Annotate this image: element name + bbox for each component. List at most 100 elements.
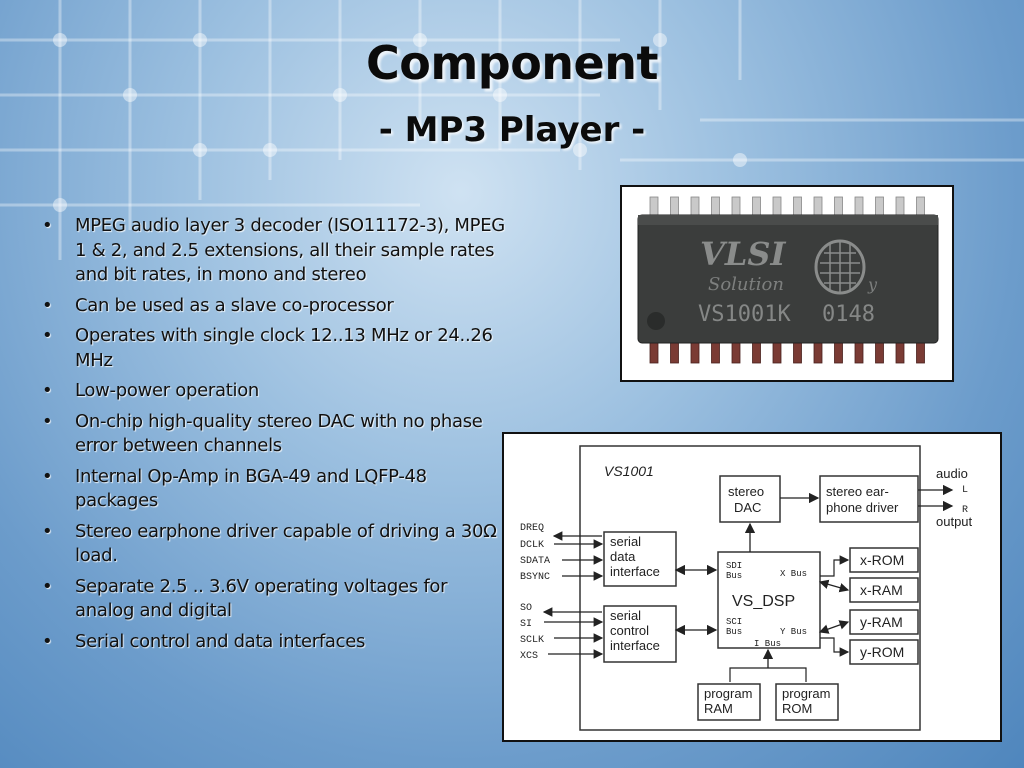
chip-brand-mark: y — [867, 275, 878, 294]
block-diagram-svg: VS1001 stereo DAC stereo ear- phone driv… — [520, 445, 973, 731]
serial-data-line-3: interface — [610, 564, 660, 579]
program-ram-block — [697, 683, 761, 721]
y-rom-label: y-ROM — [860, 644, 904, 660]
chip-pin — [916, 340, 925, 364]
program-ram-line-1: program — [704, 686, 752, 701]
chip-pin — [649, 196, 659, 218]
serial-data-line-1: serial — [610, 534, 641, 549]
feature-item: Stereo earphone driver capable of drivin… — [40, 520, 510, 569]
vs1001-boundary — [579, 445, 921, 731]
x-ram-label: x-RAM — [860, 582, 903, 598]
chip-pin — [875, 196, 884, 218]
program-rom-line-1: program — [782, 686, 830, 701]
chip-illustration: VLSI Solution y VS1001K 0148 — [622, 187, 952, 380]
chip-pin — [731, 196, 741, 218]
serial-data-line-2: data — [610, 549, 636, 564]
serial-control-line-2: control — [610, 623, 649, 638]
output-label: output — [936, 514, 973, 529]
program-rom-line-2: ROM — [782, 701, 812, 716]
sci-bus-label-2: Bus — [726, 627, 742, 637]
chip-pin — [834, 340, 843, 364]
signal-sdata: SDATA — [520, 556, 550, 567]
chip-pin — [711, 196, 720, 218]
signal-si: SI — [520, 619, 532, 630]
chip-pin — [895, 340, 905, 364]
x-rom-block — [849, 547, 919, 573]
earphone-driver-block — [819, 475, 919, 523]
x-rom-label: x-ROM — [860, 552, 904, 568]
signal-bsync: BSYNC — [520, 572, 550, 583]
chip-pin — [690, 340, 700, 364]
feature-item: Separate 2.5 .. 3.6V operating voltages … — [40, 575, 510, 624]
chip-pin — [670, 340, 679, 364]
chip-photo: VLSI Solution y VS1001K 0148 — [620, 185, 954, 382]
chip-date-code: 0148 — [822, 302, 875, 327]
audio-label: audio — [936, 466, 968, 481]
program-ram-line-2: RAM — [704, 701, 733, 716]
r-label: R — [962, 505, 968, 516]
sdi-bus-label-2: Bus — [726, 571, 742, 581]
vs-dsp-core-block — [717, 551, 821, 649]
chip-label: VS1001 — [604, 463, 654, 479]
y-ram-label: y-RAM — [860, 614, 903, 630]
chip-part-number: VS1001K — [698, 302, 791, 327]
feature-item: Internal Op-Amp in BGA-49 and LQFP-48 pa… — [40, 465, 510, 514]
chip-pin — [690, 196, 700, 218]
chip-pin — [813, 340, 823, 364]
dac-line-1: stereo — [728, 484, 764, 499]
y-ram-block — [849, 609, 919, 635]
driver-line-2: phone driver — [826, 500, 899, 515]
core-label: VS_DSP — [732, 593, 795, 610]
chip-pin — [649, 340, 659, 364]
chip-pin — [731, 340, 741, 364]
chip-pin — [916, 196, 925, 218]
feature-item: Serial control and data interfaces — [40, 630, 510, 655]
chip-pin — [875, 340, 884, 364]
signal-xcs: XCS — [520, 651, 538, 662]
block-diagram: VS1001 stereo DAC stereo ear- phone driv… — [502, 432, 1002, 742]
x-ram-block — [849, 577, 919, 603]
i-bus-label: I Bus — [754, 639, 781, 649]
chip-pin — [752, 196, 761, 218]
chip-pins-top — [649, 196, 925, 218]
chip-pin — [772, 196, 782, 218]
chip-pin — [793, 196, 802, 218]
feature-item: Operates with single clock 12..13 MHz or… — [40, 324, 510, 373]
feature-item: Low-power operation — [40, 379, 510, 404]
signal-dclk: DCLK — [520, 540, 544, 551]
slide-title: Component — [365, 36, 659, 90]
chip-pin — [854, 196, 864, 218]
serial-control-line-3: interface — [610, 638, 660, 653]
sci-bus-label: SCI — [726, 617, 742, 627]
chip-pin — [854, 340, 864, 364]
l-label: L — [962, 485, 968, 496]
chip-pin — [670, 196, 679, 218]
program-rom-block — [775, 683, 839, 721]
signal-so: SO — [520, 603, 532, 614]
feature-item: MPEG audio layer 3 decoder (ISO11172-3),… — [40, 214, 510, 288]
dac-line-2: DAC — [734, 500, 761, 515]
signal-sclk: SCLK — [520, 635, 544, 646]
chip-pin — [711, 340, 720, 364]
signal-dreq: DREQ — [520, 523, 544, 534]
chip-pin — [793, 340, 802, 364]
slide-subtitle: - MP3 Player - — [378, 110, 646, 150]
serial-data-interface-block — [603, 531, 677, 587]
stereo-dac-block — [719, 475, 781, 523]
y-bus-label: Y Bus — [780, 627, 807, 637]
chip-pin — [813, 196, 823, 218]
feature-item: On-chip high-quality stereo DAC with no … — [40, 410, 510, 459]
chip-brand-sub: Solution — [708, 274, 784, 295]
feature-item: Can be used as a slave co-processor — [40, 294, 510, 319]
chip-pin — [895, 196, 905, 218]
sdi-bus-label: SDI — [726, 561, 742, 571]
chip-brand: VLSI — [700, 235, 786, 273]
serial-control-line-1: serial — [610, 608, 641, 623]
chip-pin — [834, 196, 843, 218]
driver-line-1: stereo ear- — [826, 484, 889, 499]
feature-list: MPEG audio layer 3 decoder (ISO11172-3),… — [40, 214, 510, 660]
chip-pin — [772, 340, 782, 364]
x-bus-label: X Bus — [780, 569, 807, 579]
y-rom-block — [849, 639, 919, 665]
